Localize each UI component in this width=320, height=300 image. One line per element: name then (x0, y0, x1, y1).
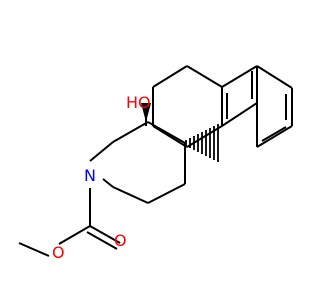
bond-naph-2 (221, 65, 258, 88)
bond-naph-4 (221, 102, 258, 127)
bond-c6-c5 (112, 186, 149, 204)
ester-oxygen-label: O (52, 243, 65, 262)
bond-carbonyl-o-double-a (89, 225, 121, 244)
bond-c5-c4 (147, 183, 186, 204)
bond-naph-left-bottom-2 (186, 125, 223, 148)
bond-c4-c3 (147, 121, 186, 144)
bond-c3-c2 (112, 121, 149, 143)
hydroxyl-label: HO (126, 93, 151, 112)
nitrogen-label: N (84, 166, 96, 185)
bond-naph-double-4 (261, 126, 287, 142)
bond-naph-left-bottom (152, 125, 188, 148)
bond-naph-5 (256, 65, 293, 89)
carbonyl-oxygen-label: O (114, 231, 127, 250)
bond-carbonyl-ester-o (58, 225, 91, 245)
bond-naph-left-top-2 (152, 65, 188, 88)
structure-svg: HO N O O (0, 0, 300, 300)
bond-c2-n1 (89, 141, 114, 162)
bond-carbonyl-o-double-b (86, 231, 118, 250)
bond-n1-c6 (102, 178, 114, 188)
wedge-bond-hydroxyl (141, 103, 151, 122)
bond-ester-o-methyl (18, 242, 50, 257)
bond-naph-left-top (186, 65, 223, 88)
chemical-structure: HO N O O (0, 0, 300, 300)
bond-naph-7 (256, 125, 293, 148)
background (0, 0, 300, 300)
